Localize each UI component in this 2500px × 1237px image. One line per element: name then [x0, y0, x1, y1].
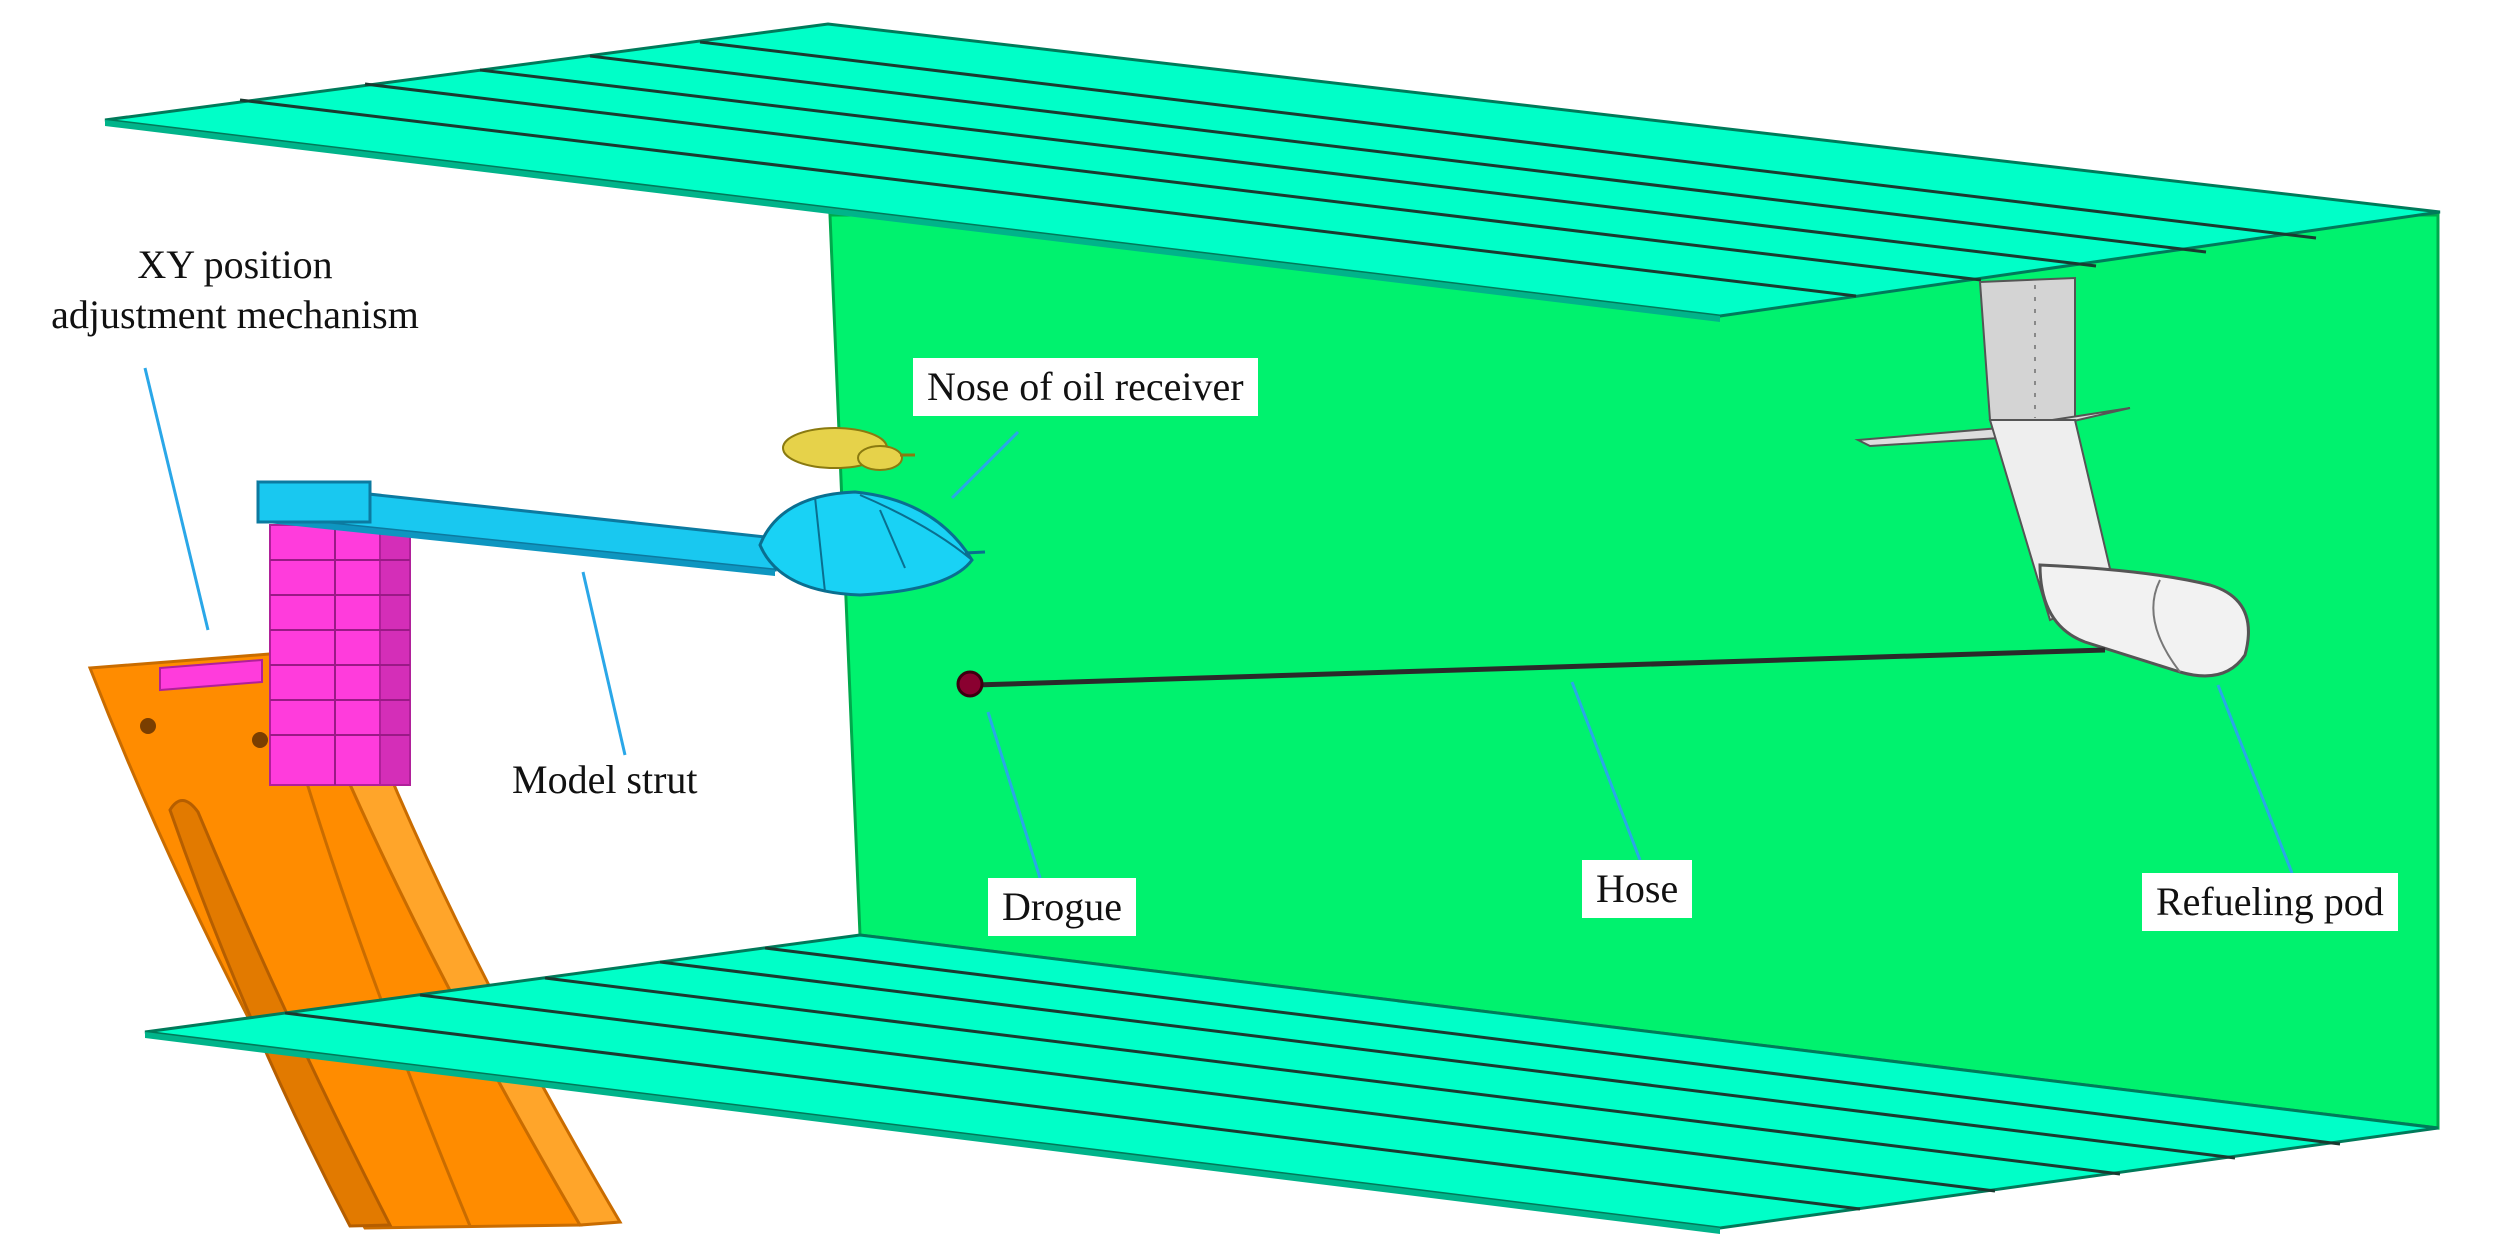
drogue-label: Drogue: [988, 878, 1136, 936]
leader-lines: [143, 367, 2294, 879]
xy-mechanism-label-line1: XY position: [137, 242, 333, 287]
xy-adjustment-mechanism: [159, 524, 411, 786]
small-aircraft: [782, 427, 915, 471]
receiver-nose-label: Nose of oil receiver: [913, 358, 1258, 416]
xy-mechanism-label: XY position adjustment mechanism: [0, 240, 470, 340]
hose-label: Hose: [1582, 860, 1693, 918]
model-strut: [256, 480, 777, 576]
bottom-plate: [144, 933, 2439, 1234]
xy-mechanism-label-line2: adjustment mechanism: [51, 292, 419, 337]
frame-hole: [140, 718, 156, 734]
receiver-nose: [758, 490, 986, 597]
hose: [974, 647, 2106, 688]
frame-hole: [252, 732, 268, 748]
top-plate: [104, 22, 2441, 322]
drogue: [956, 670, 984, 698]
model-strut-label: Model strut: [512, 757, 698, 802]
refueling-pod-label: Refueling pod: [2142, 873, 2398, 931]
refueling-pod: [1854, 276, 2250, 678]
